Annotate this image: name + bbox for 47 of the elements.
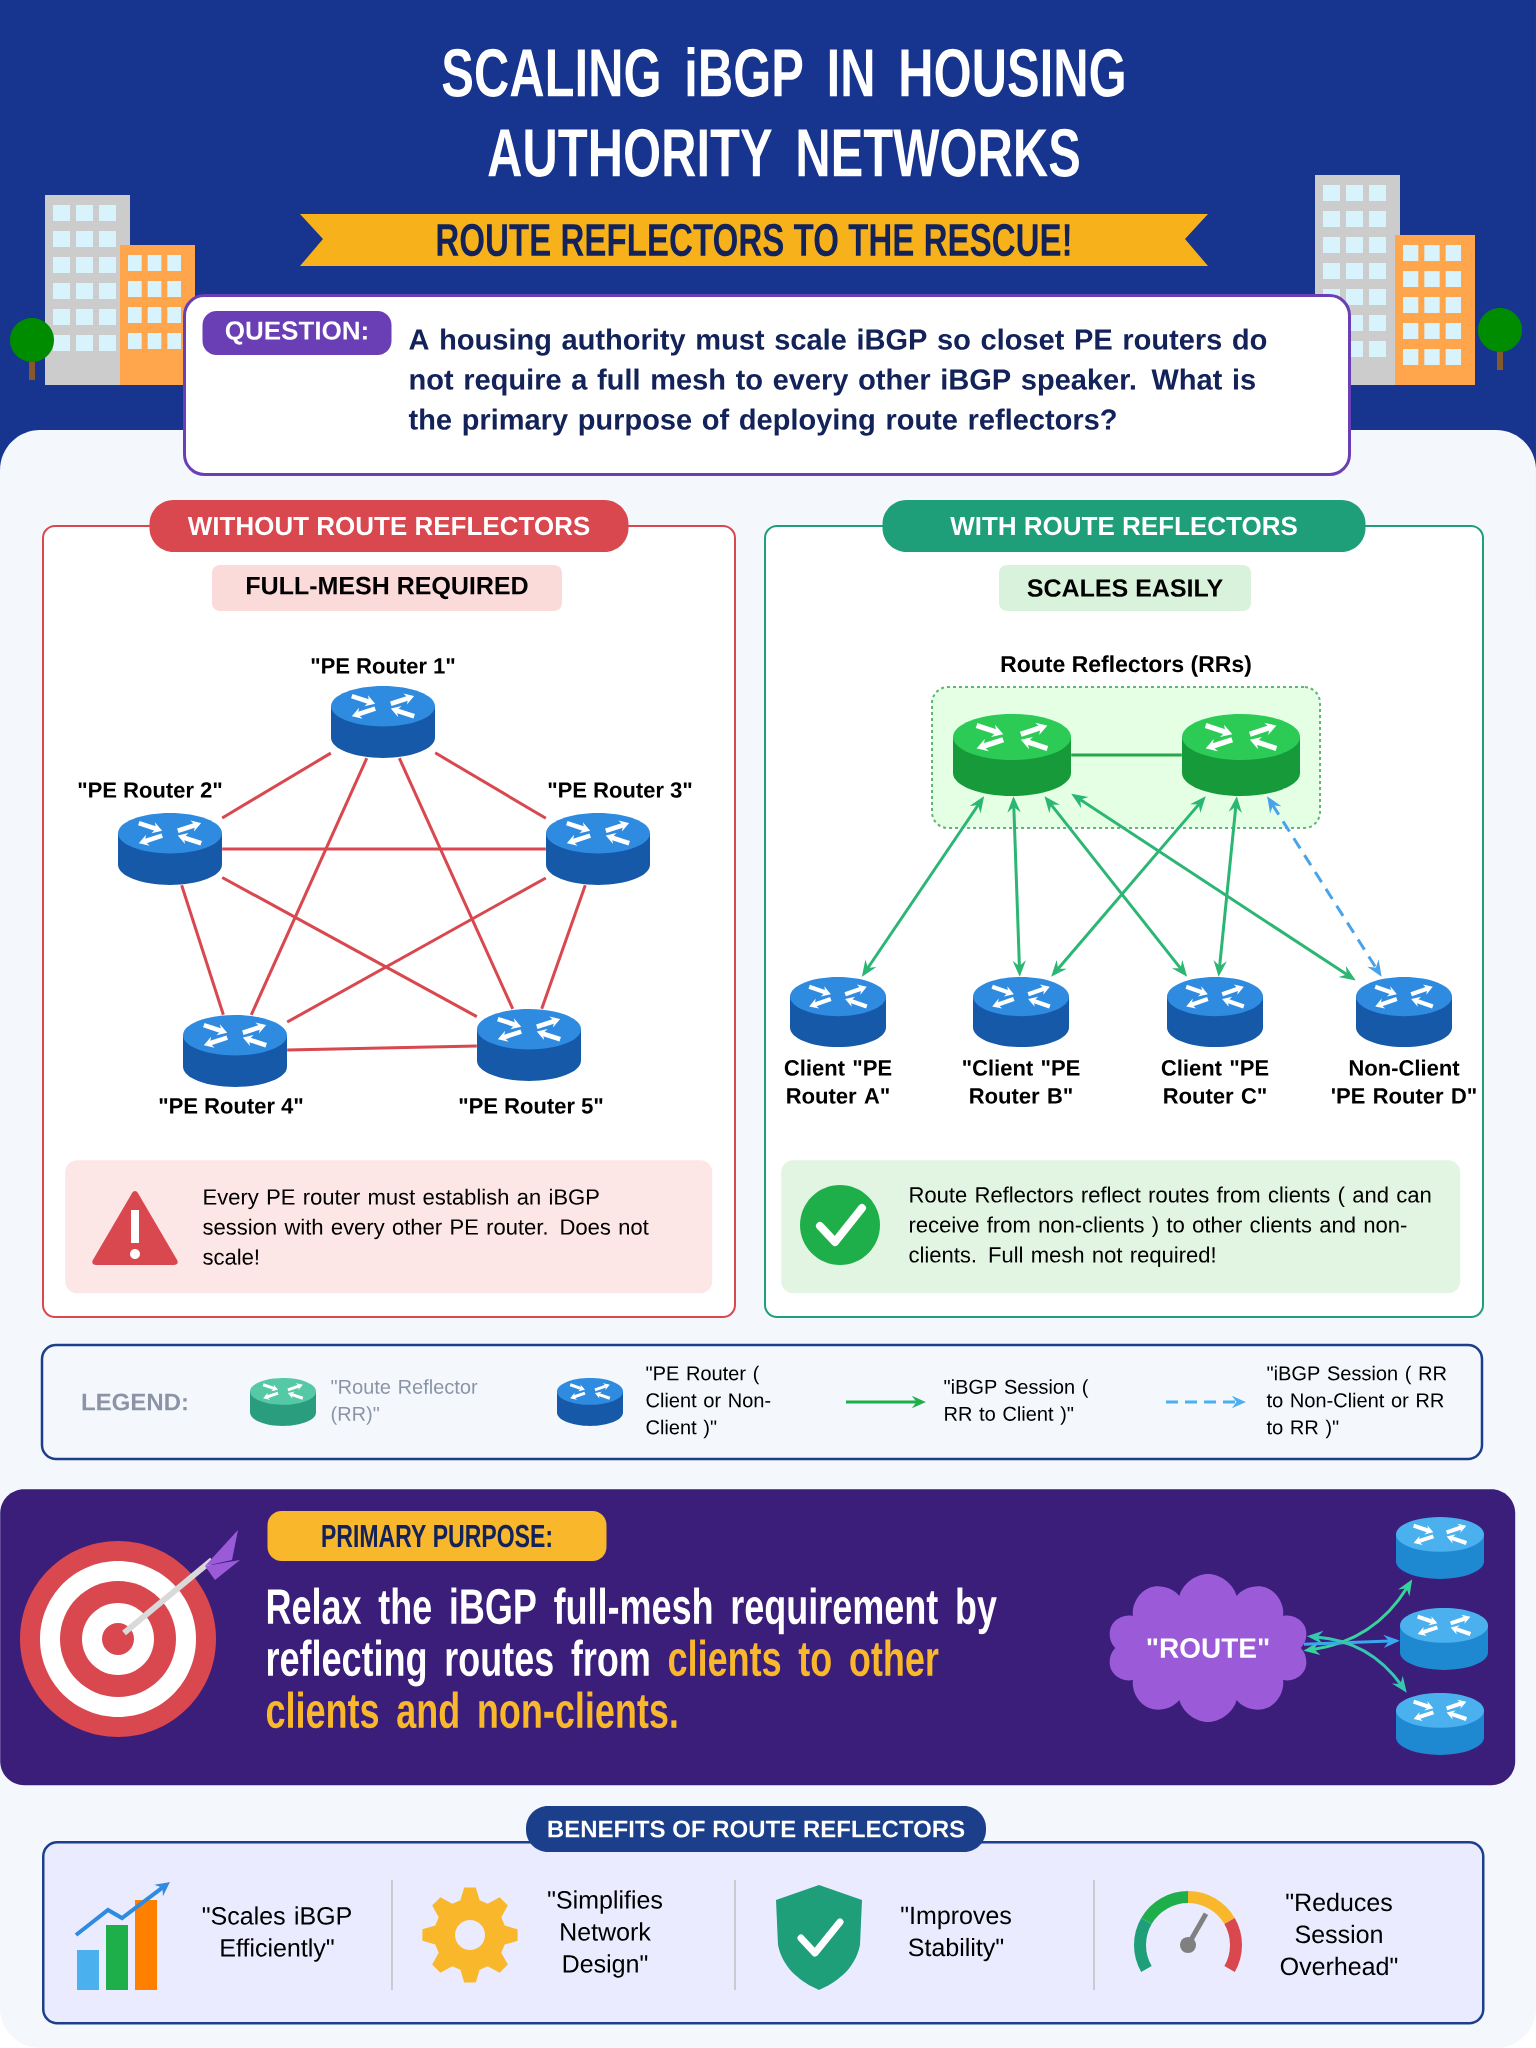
router-label: "Client "PE Router B" — [963, 1059, 1080, 1104]
connector-line — [180, 884, 225, 1016]
connector-line — [222, 847, 546, 851]
connector-line — [221, 876, 478, 1018]
connector-line — [221, 751, 332, 820]
benefit-text: "Reduces Session Overhead" — [1280, 1892, 1398, 1976]
benefit-text: "Simplifies Network Design" — [548, 1890, 662, 1978]
connector-line — [1071, 753, 1182, 757]
benefit-text: "Scales iBGP Efficiently" — [202, 1906, 351, 1962]
legend-text: "Route Reflector (RR)" — [331, 1379, 478, 1425]
subheading-pill: FULL-MESH REQUIRED — [212, 565, 562, 611]
router-icon — [1396, 1693, 1484, 1755]
connector-line — [540, 884, 587, 1010]
router-label: "PE Router 5" — [459, 1098, 603, 1114]
router-icon — [953, 714, 1071, 796]
title: SCALING iBGP IN HOUSING AUTHORITY NETWORKS — [442, 47, 1124, 177]
router-icon — [1400, 1608, 1488, 1670]
router-icon — [1182, 714, 1300, 796]
purpose-badge: PRIMARY PURPOSE: — [267, 1511, 607, 1561]
legend-text: "iBGP Session ( RR to Non-Client or RR to RR )" — [1266, 1365, 1447, 1439]
header-pill: WITHOUT ROUTE REFLECTORS — [149, 500, 629, 552]
ribbon-banner: ROUTE REFLECTORS TO THE RESCUE! — [300, 214, 1208, 266]
connector-line — [434, 751, 547, 820]
router-label: Client "PE Router C" — [1161, 1059, 1269, 1104]
router-label: Client "PE Router A" — [784, 1059, 892, 1104]
header-pill: BENEFITS OF ROUTE REFLECTORS — [526, 1806, 986, 1852]
connector-line — [249, 757, 369, 1016]
benefit-text: "Improves Stability" — [901, 1906, 1011, 1962]
connector-line — [287, 1044, 477, 1052]
router-label: Non-Client 'PE Router D" — [1331, 1059, 1476, 1104]
router-label: "PE Router 3" — [548, 782, 692, 798]
router-label: "PE Router 4" — [159, 1098, 303, 1114]
header-pill: WITH ROUTE REFLECTORS — [882, 500, 1366, 552]
legend-title: LEGEND: — [82, 1393, 187, 1411]
group-label: Route Reflectors (RRs) — [1001, 655, 1251, 677]
subheading-pill: SCALES EASILY — [999, 565, 1251, 611]
router-label: "PE Router 1" — [311, 658, 455, 674]
connector-line — [397, 757, 515, 1010]
note-box: Route Reflectors reflect routes from clients ( and can receive from non-clients ) to other clients and non-clients. Full mesh not required! — [781, 1160, 1461, 1294]
question-badge: QUESTION: — [202, 311, 392, 355]
note-box: Every PE router must establish an iBGP session with every other PE router. Does not scale! — [65, 1160, 713, 1294]
router-label: "PE Router 2" — [78, 782, 222, 798]
legend-text: "PE Router ( Client or Non-Client )" — [646, 1365, 771, 1439]
cloud: "ROUTE" — [1109, 1574, 1307, 1722]
connector-line — [286, 876, 547, 1024]
legend-text: "iBGP Session ( RR to Client )" — [944, 1379, 1089, 1425]
router-icon — [1396, 1517, 1484, 1579]
